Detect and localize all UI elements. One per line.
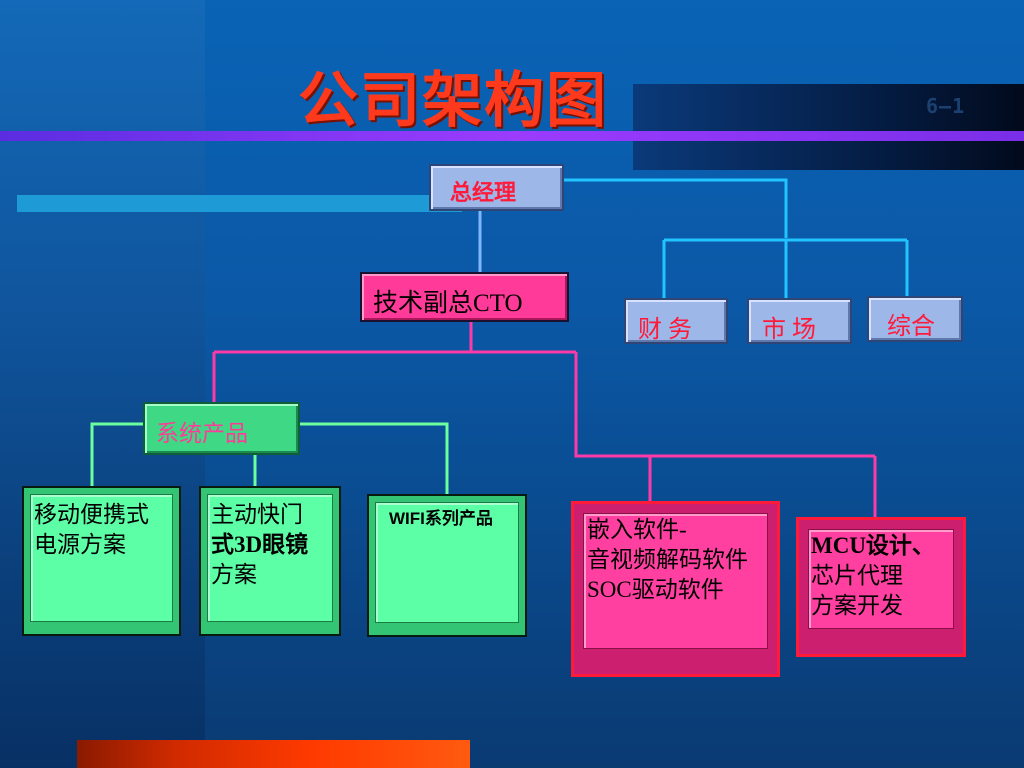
shutter-3d-line-3: 方案	[211, 562, 257, 587]
cto-box[interactable]: 技术副总CTO	[360, 272, 569, 322]
mcu-face	[809, 530, 953, 628]
title-band	[633, 84, 1024, 170]
system-products-box[interactable]: 系统产品	[143, 402, 300, 455]
system-products-label: 系统产品	[156, 421, 248, 446]
left-panel-shade	[0, 0, 205, 768]
market-box[interactable]: 市 场	[747, 298, 852, 344]
mobile-power-face	[31, 495, 172, 621]
connector-ceo-admin	[563, 178, 788, 238]
wifi-products-box[interactable]: WIFI系列产品	[367, 494, 527, 637]
shutter-3d-face	[208, 495, 332, 621]
shutter-3d-line-1: 主动快门	[211, 502, 303, 527]
finance-label: 财 务	[638, 317, 692, 343]
general-box[interactable]: 综合	[867, 296, 963, 342]
ceo-label: 总经理	[450, 180, 517, 205]
connector-sys-right	[299, 422, 449, 496]
accent-bar	[17, 195, 462, 212]
wifi-products-label: WIFI系列产品	[389, 509, 493, 528]
footer-bar	[77, 740, 470, 768]
ceo-box[interactable]: 总经理	[429, 164, 564, 211]
slide-title: 公司架构图	[298, 68, 608, 134]
mcu-line-2: 芯片代理	[811, 563, 903, 588]
connector-sys-left	[90, 422, 145, 488]
mobile-power-line-2: 电源方案	[34, 532, 126, 557]
general-label: 综合	[887, 314, 935, 340]
mcu-line-3: 方案开发	[811, 593, 903, 618]
header-divider	[0, 131, 1024, 141]
finance-box[interactable]: 财 务	[624, 298, 728, 344]
mobile-power-box[interactable]: 移动便携式 电源方案	[22, 486, 181, 636]
connector-to-software	[574, 352, 875, 458]
embedded-software-box[interactable]: 嵌入软件- 音视频解码软件 SOC驱动软件	[571, 501, 780, 677]
page-number: 6—1	[926, 94, 966, 118]
embedded-software-face	[584, 514, 767, 648]
embedded-software-line-2: 音视频解码软件	[587, 547, 748, 572]
wifi-products-face	[376, 503, 518, 622]
shutter-3d-line-2: 式3D眼镜	[211, 532, 309, 557]
embedded-software-line-1: 嵌入软件-	[587, 517, 687, 542]
shutter-3d-box[interactable]: 主动快门 式3D眼镜 方案	[199, 486, 341, 636]
cto-label: 技术副总CTO	[373, 290, 523, 317]
mcu-box[interactable]: MCU设计、 芯片代理 方案开发	[796, 517, 966, 657]
mcu-line-1: MCU设计、	[811, 533, 935, 558]
embedded-software-line-3: SOC驱动软件	[587, 577, 724, 602]
mobile-power-line-1: 移动便携式	[34, 502, 149, 527]
market-label: 市 场	[762, 317, 816, 343]
